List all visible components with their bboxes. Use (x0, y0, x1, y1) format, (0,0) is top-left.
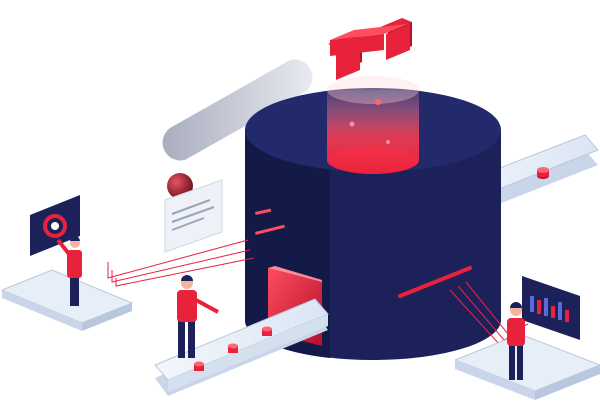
right-platform (453, 333, 600, 400)
grey-pill-capsule (162, 59, 313, 161)
person-icon (177, 275, 219, 358)
target-icon (43, 214, 67, 238)
person-icon (507, 302, 525, 380)
monitor-icon (30, 195, 80, 256)
left-platform (0, 269, 134, 331)
wires-left (107, 239, 255, 287)
cargo-canister (537, 170, 549, 177)
conveyor-front (154, 298, 329, 396)
bar-chart-icon (530, 296, 569, 322)
document-card (164, 179, 223, 253)
h-logo-icon (328, 18, 412, 80)
person-icon (56, 236, 82, 306)
monitor-icon (522, 276, 580, 340)
